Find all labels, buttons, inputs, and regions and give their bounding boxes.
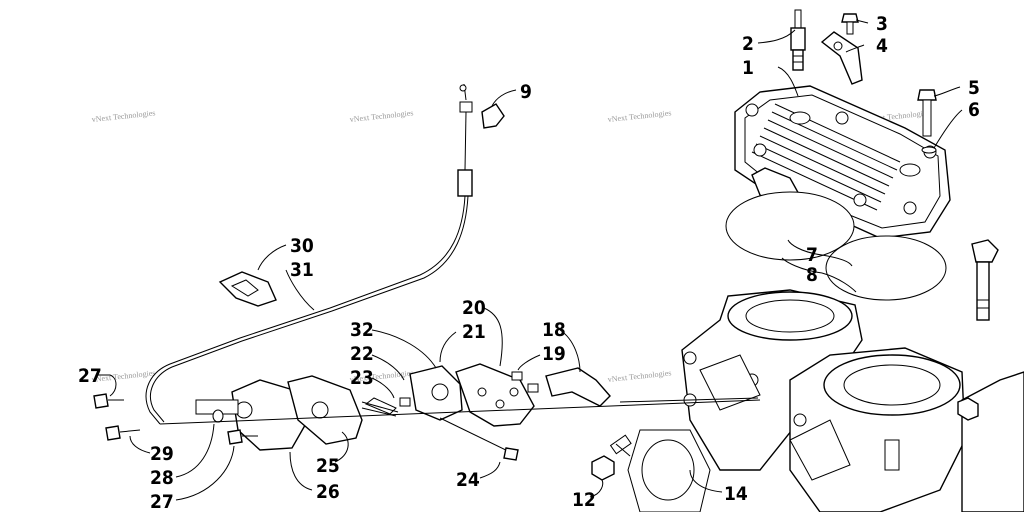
callout-8: 8 [806, 264, 818, 286]
callout-7: 7 [806, 244, 818, 266]
callout-5: 5 [968, 77, 980, 99]
callout-12: 12 [572, 489, 596, 511]
head-gasket [825, 235, 947, 301]
head-bolt [917, 89, 937, 154]
leader-lines [98, 19, 963, 501]
callout-27-top: 27 [78, 365, 102, 387]
dowel-pin [527, 383, 539, 393]
callout-18: 18 [542, 319, 566, 341]
callout-1: 1 [742, 57, 754, 79]
callout-21: 21 [462, 321, 486, 343]
oil-pump-housing [195, 375, 363, 451]
callout-4: 4 [876, 35, 888, 57]
callout-3: 3 [876, 13, 888, 35]
callout-19: 19 [542, 343, 566, 365]
callout-25: 25 [316, 455, 340, 477]
cable-clamp [218, 271, 277, 307]
pump-bracket [545, 367, 611, 407]
callout-24: 24 [456, 469, 480, 491]
callout-30: 30 [290, 235, 314, 257]
lift-bracket [820, 31, 863, 85]
callout-31: 31 [290, 259, 314, 281]
callout-23: 23 [350, 367, 374, 389]
head-bolt-small [841, 13, 859, 35]
watermark: vNext Technologies [349, 108, 414, 124]
callout-20: 20 [462, 297, 486, 319]
watermark: vNext Technologies [607, 108, 672, 124]
callout-2: 2 [742, 33, 754, 55]
exhaust-nut [591, 434, 632, 481]
callout-9: 9 [520, 81, 532, 103]
throttle-cable [145, 83, 473, 425]
watermark: vNext Technologies [607, 368, 672, 384]
callout-32: 32 [350, 319, 374, 341]
head-gasket [725, 191, 855, 261]
callout-14: 14 [724, 483, 748, 505]
spark-plug [790, 9, 806, 71]
dowel-pin [511, 371, 523, 381]
watermark: vNext Technologies [91, 108, 156, 124]
cylinder-block [681, 289, 1024, 512]
callout-27-bottom: 27 [150, 491, 174, 512]
callout-26: 26 [316, 481, 340, 503]
cable-clip [481, 103, 505, 129]
callout-22: 22 [350, 343, 374, 365]
cylinder-nut [957, 397, 979, 421]
callout-labels: 1 2 3 4 5 6 7 8 9 12 14 18 19 20 21 22 2… [78, 13, 980, 512]
callout-28: 28 [150, 467, 174, 489]
long-bolt [971, 239, 999, 321]
callout-6: 6 [968, 99, 980, 121]
callout-29: 29 [150, 443, 174, 465]
pump-bolts [93, 393, 258, 445]
